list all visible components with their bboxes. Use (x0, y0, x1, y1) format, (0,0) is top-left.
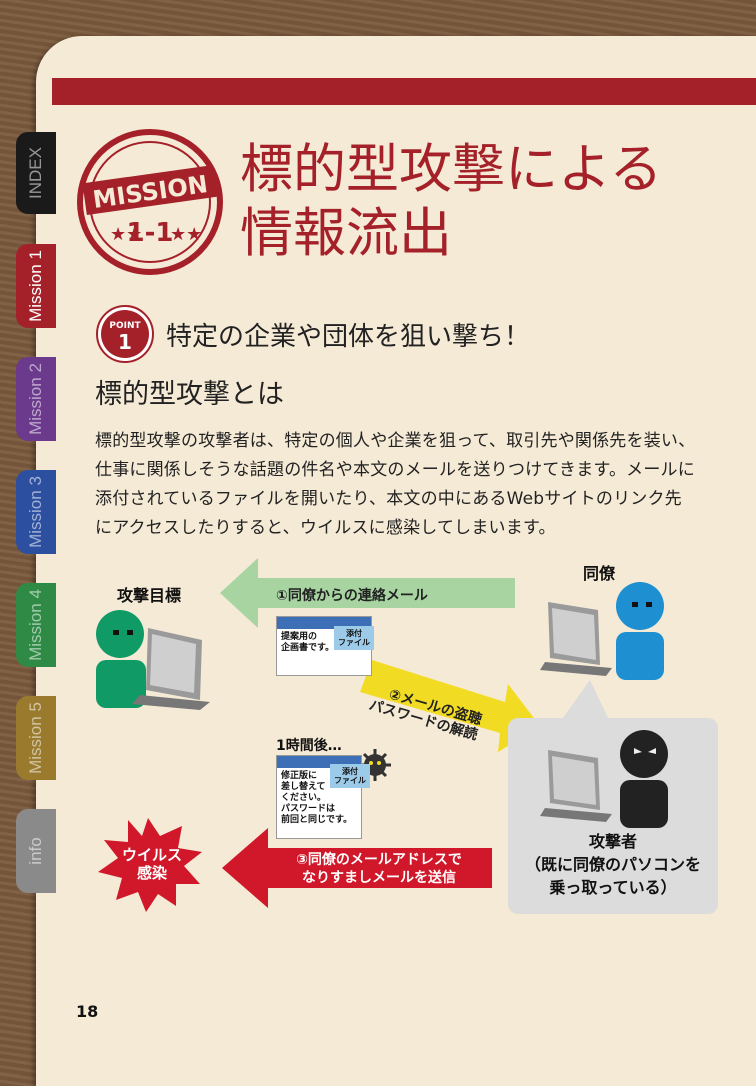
attachment-tag-2: 添付ファイル (330, 764, 370, 788)
colleague-person-icon (540, 582, 664, 680)
colleague-label: 同僚 (583, 564, 616, 583)
arrow-eavesdrop-yellow (360, 660, 540, 752)
target-person-icon (96, 610, 210, 710)
svg-text:1: 1 (118, 330, 132, 354)
attachment-tag-1: 添付ファイル (334, 626, 374, 650)
star-icon: ★★ (170, 224, 202, 245)
svg-text:POINT: POINT (109, 321, 141, 331)
target-label: 攻撃目標 (117, 586, 182, 605)
arrow-spoof-red (222, 828, 492, 908)
title-line-2: 情報流出 (240, 203, 452, 264)
virus-infection-burst (98, 818, 202, 912)
tab-mission-1[interactable]: Mission 1 (16, 244, 56, 328)
tab-mission-5[interactable]: Mission 5 (16, 696, 56, 780)
section-heading: 標的型攻撃とは (95, 379, 284, 410)
point-badge: POINT 1 (96, 305, 154, 363)
attacker-scene (540, 730, 668, 828)
arrow-mail-green (220, 558, 515, 628)
mission-stamp: MISSION 1-1 ★★ ★★ (77, 129, 223, 275)
tab-mission-2[interactable]: Mission 2 (16, 357, 56, 441)
time-label: 1時間後… (276, 738, 342, 754)
body-text: 標的型攻撃の攻撃者は、特定の個人や企業を狙って、取引先や関係先を装い、 仕事に関… (95, 431, 696, 538)
header-red-bar (52, 78, 756, 105)
star-icon: ★★ (110, 224, 142, 245)
tab-info[interactable]: info (16, 809, 56, 893)
page-number: 18 (76, 1002, 99, 1021)
title-line-1: 標的型攻撃による (240, 139, 663, 200)
page-title: 標的型攻撃による 情報流出 (240, 138, 662, 266)
tab-mission-3[interactable]: Mission 3 (16, 470, 56, 554)
tab-mission-4[interactable]: Mission 4 (16, 583, 56, 667)
attacker-label: 攻撃者 （既に同僚のパソコンを 乗っ取っている） (524, 832, 701, 897)
tab-index[interactable]: INDEX (16, 132, 56, 214)
virus-label: ウイルス感染 (121, 846, 182, 882)
point-text: 特定の企業や団体を狙い撃ち！ (166, 322, 531, 352)
stamp-number: 1-1 (127, 218, 174, 248)
arrow1-label: ①同僚からの連絡メール (276, 588, 428, 604)
arrow3-label: ③同僚のメールアドレスでなりすましメールを送信 (296, 852, 462, 886)
